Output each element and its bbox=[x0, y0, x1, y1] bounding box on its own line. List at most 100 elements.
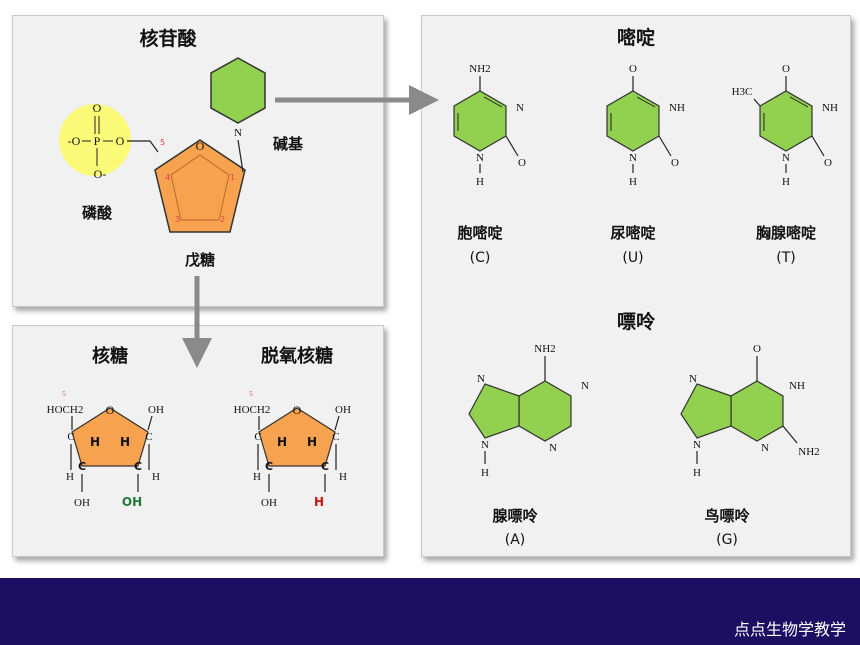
pyrimidine-methyl-2: H3C bbox=[732, 86, 753, 98]
deoxyribose-hoch2: HOCH2 bbox=[234, 404, 271, 416]
pentose-label: 戊糖 bbox=[185, 251, 215, 269]
purine-n1-1: NH bbox=[789, 380, 805, 392]
phosphate-label: 磷酸 bbox=[82, 204, 113, 222]
pentose-ring bbox=[154, 139, 246, 233]
purine-nh2-1: NH2 bbox=[798, 446, 819, 458]
pyrimidine-ring-0 bbox=[453, 90, 507, 152]
purine-top-1: O bbox=[753, 343, 761, 355]
pyrimidine-name-1: 尿嘧啶 bbox=[610, 224, 655, 242]
pyrimidine-c2o-1: O bbox=[671, 157, 679, 169]
ribose-c4: C bbox=[67, 431, 74, 443]
bond-line bbox=[789, 96, 809, 108]
carbon-3-label: 3 bbox=[175, 215, 180, 224]
pyrimidine-c2o-2: O bbox=[824, 157, 832, 169]
ribose-ring-o: O bbox=[106, 403, 115, 417]
purine-n7-0: N bbox=[477, 373, 485, 385]
pyrimidine-top-0: NH2 bbox=[469, 63, 490, 75]
deoxyribose-c1: C bbox=[332, 431, 339, 443]
deoxyribose-h-inner-right: H bbox=[307, 435, 317, 449]
purines-title: 嘌呤 bbox=[617, 310, 656, 333]
phosphate-o-bottom: O- bbox=[94, 167, 107, 181]
ribose-c2: C bbox=[134, 460, 142, 473]
footer-text: 点点生物学教学 bbox=[733, 620, 846, 639]
phosphate-o-top: O bbox=[93, 101, 102, 115]
pentose-ring-o: O bbox=[196, 139, 205, 153]
pyrimidines-title: 嘧啶 bbox=[617, 26, 655, 49]
footer-bar: 点点生物学教学 bbox=[0, 578, 860, 645]
deoxyribose-c3: C bbox=[265, 460, 273, 473]
purine-pentagon-1 bbox=[680, 383, 732, 439]
ribose-ring bbox=[71, 407, 149, 467]
carbon-5-label: 5 bbox=[160, 138, 165, 147]
carbon-1-label: 1 bbox=[230, 173, 235, 182]
purine-name-1: 鸟嘌呤 bbox=[704, 507, 750, 525]
deoxyribose-c2: C bbox=[321, 460, 329, 473]
purine-n3-1: N bbox=[761, 442, 769, 454]
ribose-h-inner-left: H bbox=[90, 435, 100, 449]
ribose-h-inner-right: H bbox=[120, 435, 130, 449]
purine-n9-1: N bbox=[693, 439, 701, 451]
purine-n1-0: N bbox=[581, 380, 589, 392]
pyrimidine-c2o-0: O bbox=[518, 157, 526, 169]
purine-n3-0: N bbox=[549, 442, 557, 454]
pyrimidine-n1-1: N bbox=[629, 152, 637, 164]
ribose-oh-bottom: OH bbox=[74, 497, 90, 509]
deoxyribose-h-right: H bbox=[339, 471, 347, 483]
pyrimidine-top-1: O bbox=[629, 63, 637, 75]
deoxyribose-num5: 5 bbox=[249, 390, 253, 398]
deoxyribose-ring-o: O bbox=[293, 403, 302, 417]
pyrimidine-ring-1 bbox=[606, 90, 660, 152]
base-ring-n: N bbox=[234, 127, 242, 139]
purine-pentagon-0 bbox=[468, 383, 520, 439]
pyrimidines-group: NH2NONH胞嘧啶(C)ONHONH尿嘧啶(U)ONHONHH3C胸腺嘧啶(T… bbox=[453, 63, 838, 266]
purine-n9-0: N bbox=[481, 439, 489, 451]
carbon-4-label: 4 bbox=[165, 173, 170, 182]
bond-line bbox=[636, 96, 656, 108]
bond-line bbox=[505, 135, 519, 157]
carbon-2-label: 2 bbox=[220, 215, 225, 224]
nucleotide-title: 核苷酸 bbox=[139, 27, 197, 50]
phosphate-circle bbox=[59, 104, 131, 176]
purine-abbr-1: (G) bbox=[716, 532, 738, 548]
purine-h-0: H bbox=[481, 467, 489, 479]
bond-line bbox=[147, 415, 153, 431]
purine-n7-1: N bbox=[689, 373, 697, 385]
bond-line bbox=[483, 96, 503, 108]
base-hexagon bbox=[210, 57, 266, 124]
pyrimidine-h-0: H bbox=[476, 176, 484, 188]
base-label: 碱基 bbox=[273, 135, 304, 153]
ribose-h-left: H bbox=[66, 471, 74, 483]
pyrimidine-n1-2: N bbox=[782, 152, 790, 164]
bond-line bbox=[334, 415, 340, 431]
ribose-c2-group: OH bbox=[122, 495, 142, 509]
ribose-num5: 5 bbox=[62, 390, 66, 398]
deoxyribose-ring bbox=[258, 407, 336, 467]
purine-h-1: H bbox=[693, 467, 701, 479]
ribose-h-right: H bbox=[152, 471, 160, 483]
pyrimidine-ring-2 bbox=[759, 90, 813, 152]
pyrimidine-n3-1: NH bbox=[669, 102, 685, 114]
purine-hex-0 bbox=[518, 380, 572, 442]
deoxyribose-title: 脱氧核糖 bbox=[261, 345, 333, 367]
deoxyribose-c2-group: H bbox=[314, 495, 324, 509]
pyrimidine-n3-2: NH bbox=[822, 102, 838, 114]
pyrimidine-n3-0: N bbox=[516, 102, 524, 114]
bond-line bbox=[753, 98, 761, 107]
purine-name-0: 腺嘌呤 bbox=[492, 507, 538, 525]
bond-line bbox=[658, 135, 672, 157]
ribose-title: 核糖 bbox=[92, 345, 128, 367]
pyrimidine-name-0: 胞嘧啶 bbox=[456, 224, 502, 242]
purine-hex-1 bbox=[730, 380, 784, 442]
ribose-c3: C bbox=[78, 460, 86, 473]
deoxyribose-oh-bottom: OH bbox=[261, 497, 277, 509]
pyrimidine-abbr-2: (T) bbox=[776, 250, 795, 266]
deoxyribose-h-left: H bbox=[253, 471, 261, 483]
deoxyribose-h-inner-left: H bbox=[277, 435, 287, 449]
purine-top-0: NH2 bbox=[534, 343, 555, 355]
pyrimidine-top-2: O bbox=[782, 63, 790, 75]
pyrimidine-abbr-1: (U) bbox=[622, 250, 643, 266]
deoxyribose-c4: C bbox=[254, 431, 261, 443]
